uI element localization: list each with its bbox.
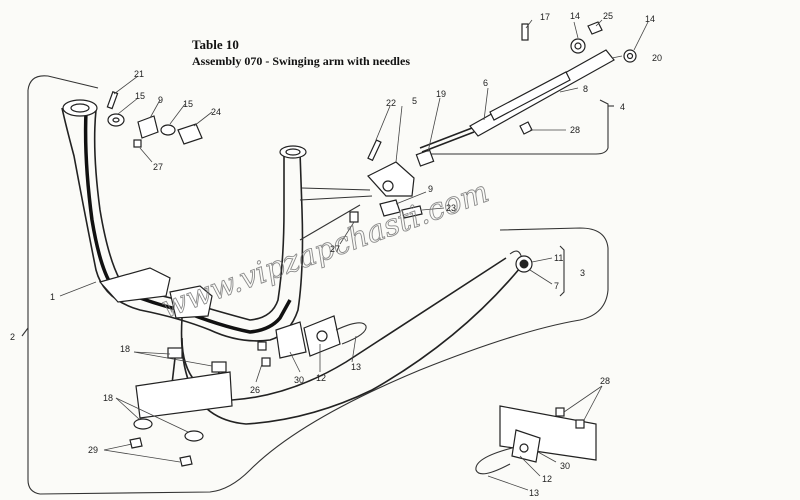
callout-5: 5 [412,96,417,106]
callout-20: 20 [652,53,662,63]
rod-assembly [419,21,637,153]
callout-24: 24 [211,107,221,117]
callout-28-top: 28 [570,125,580,135]
lower-right-bracket [475,405,597,475]
pivot-parts [106,91,203,148]
bolts-and-washers [129,347,233,467]
callout-28-bottom: 28 [600,376,610,386]
callout-27-mid: 27 [330,244,340,254]
main-frame-outline [21,75,609,495]
callout-30-mid: 30 [294,375,304,385]
callout-30-bottom: 30 [560,461,570,471]
callout-8: 8 [583,84,588,94]
callout-2: 2 [10,332,15,342]
callout-13-bottom: 13 [529,488,539,498]
callout-21: 21 [134,69,144,79]
callout-18-top: 18 [120,344,130,354]
callout-17: 17 [540,12,550,22]
callout-18-bottom: 18 [103,393,113,403]
diagram-title: Table 10 Assembly 070 - Swinging arm wit… [192,37,410,69]
needle-parts [515,245,565,297]
callout-22: 22 [386,98,396,108]
callout-9-top: 9 [158,95,163,105]
callout-19: 19 [436,89,446,99]
callout-23: 23 [446,203,456,213]
callout-6: 6 [483,78,488,88]
callout-4: 4 [620,102,625,112]
callout-15-left: 15 [135,91,145,101]
callout-3: 3 [580,268,585,278]
callout-9-mid: 9 [428,184,433,194]
needle-holder-parts [349,139,435,223]
needle-clamp-middle [257,315,367,367]
swinging-arm [61,99,373,342]
callout-7: 7 [554,281,559,291]
watermark-text: www.vipzapchasti.com [157,174,494,325]
callout-27-left: 27 [153,162,163,172]
callout-14-top: 14 [570,11,580,21]
callout-14-right: 14 [645,14,655,24]
table-number: Table 10 [192,37,239,52]
callout-11: 11 [554,253,563,263]
leader-lines [59,19,649,491]
callout-12-bottom: 12 [542,474,552,484]
callout-labels: 17 14 25 14 20 6 8 4 28 21 15 9 15 24 27… [10,11,662,498]
callout-26: 26 [250,385,260,395]
callout-25: 25 [603,11,613,21]
callout-13-mid: 13 [351,362,361,372]
callout-29: 29 [88,445,98,455]
callout-1: 1 [50,292,55,302]
assembly-name: Assembly 070 - Swinging arm with needles [192,54,411,68]
callout-15-right: 15 [183,99,193,109]
callout-12-mid: 12 [316,373,326,383]
upper-assembly-outline [430,99,614,155]
